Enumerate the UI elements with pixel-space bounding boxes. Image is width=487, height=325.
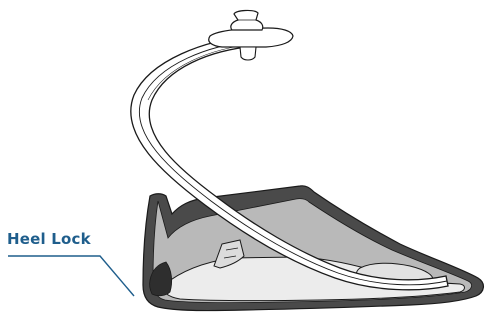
heel-lock-label: Heel Lock <box>7 230 91 248</box>
adapter-plate <box>209 28 293 47</box>
callout-leader-line <box>8 256 134 296</box>
adapter-bolt <box>240 47 256 60</box>
